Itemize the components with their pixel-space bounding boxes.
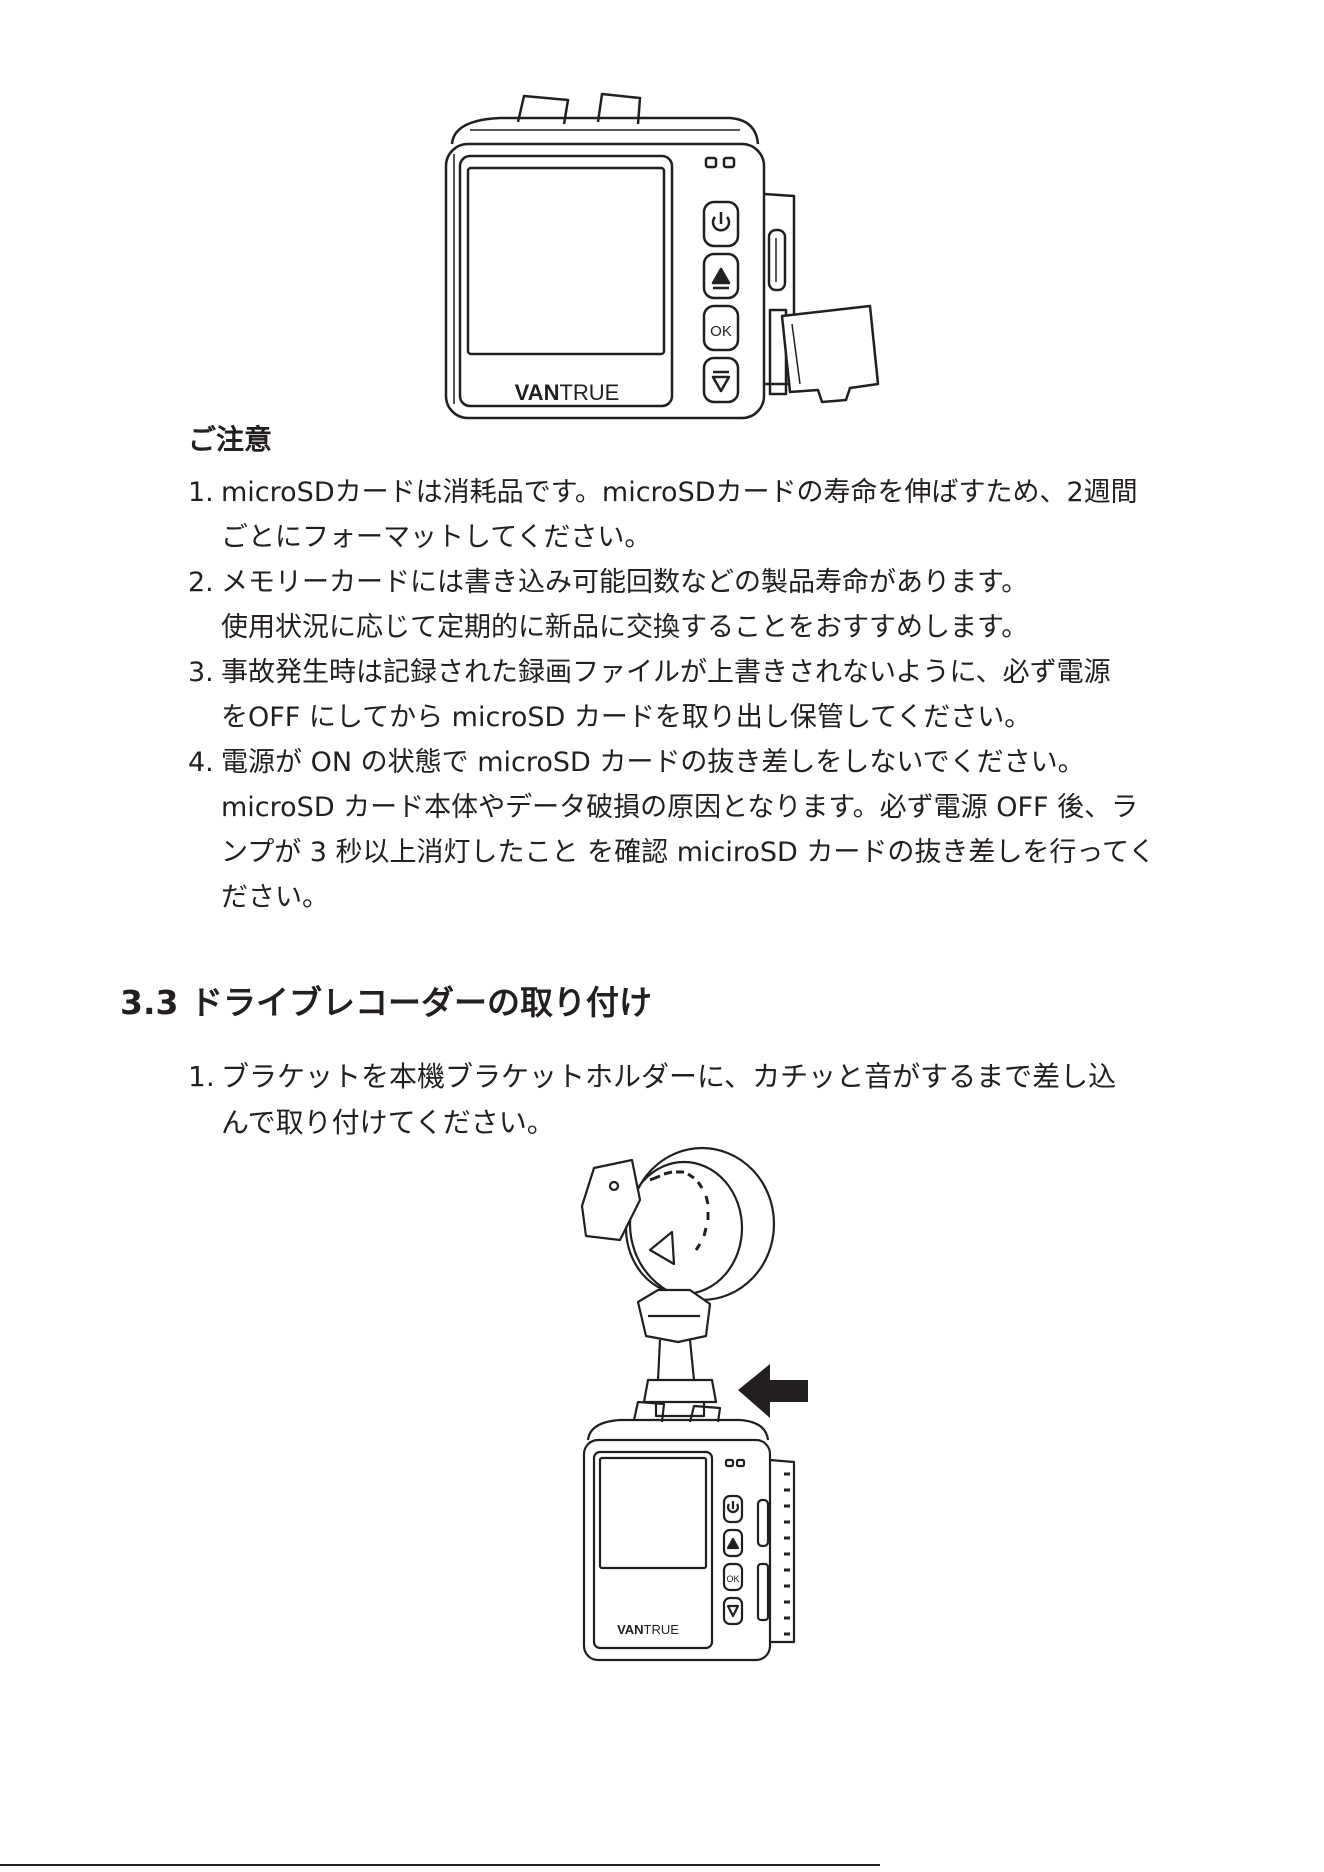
ok-button-label: OK [710, 323, 732, 340]
list-text: 事故発生時は記録された録画ファイルが上書きされないように、必ず電源 [221, 657, 1111, 688]
section-title: 3.3 ドライブレコーダーの取り付け [120, 983, 652, 1022]
notes-title: ご注意 [188, 423, 273, 456]
list-text: ブラケットを本機ブラケットホルダーに、カチッと音がするまで差し込 [221, 1060, 1117, 1093]
list-number: 1. [188, 1060, 215, 1093]
list-text: んで取り付けてください。 [221, 1106, 555, 1139]
list-item: 3. 事故発生時は記録された録画ファイルが上書きされないように、必ず電源 をOF… [188, 650, 1208, 740]
notes-list: 1. microSDカードは消耗品です。microSDカードの寿命を伸ばすため、… [188, 470, 1208, 920]
ok-button-label: OK [726, 1574, 739, 1584]
list-item: 4. 電源が ON の状態で microSD カードの抜き差しをしないでください… [188, 740, 1208, 920]
list-text: をOFF にしてから microSD カードを取り出し保管してください。 [221, 702, 1032, 733]
brand-logo: VAN [515, 380, 560, 405]
list-number: 1. [188, 477, 214, 508]
dashcam-microsd-illustration: VANTRUE OK [444, 92, 880, 420]
list-number: 4. [188, 747, 214, 778]
list-item: 1. ブラケットを本機ブラケットホルダーに、カチッと音がするまで差し込 んで取り… [188, 1054, 1208, 1146]
steps-list: 1. ブラケットを本機ブラケットホルダーに、カチッと音がするまで差し込 んで取り… [188, 1054, 1208, 1146]
svg-text:VANTRUE: VANTRUE [515, 380, 620, 405]
list-text: ンプが 3 秒以上消灯したこと を確認 miciroSD カードの抜き差しを行っ… [221, 837, 1156, 868]
brand-logo: VAN [617, 1622, 643, 1637]
svg-text:VANTRUE: VANTRUE [617, 1622, 679, 1637]
list-number: 2. [188, 567, 214, 598]
list-text: microSD カード本体やデータ破損の原因となります。必ず電源 OFF 後、ラ [221, 792, 1139, 823]
list-text: ださい。 [221, 882, 329, 913]
list-item: 1. microSDカードは消耗品です。microSDカードの寿命を伸ばすため、… [188, 470, 1208, 560]
list-item: 2. メモリーカードには書き込み可能回数などの製品寿命があります。 使用状況に応… [188, 560, 1208, 650]
insert-direction-arrow [738, 1364, 808, 1418]
brand-logo-suffix: TRUE [559, 380, 619, 405]
list-text: 使用状況に応じて定期的に新品に交換することをおすすめします。 [221, 612, 1029, 643]
dashcam-bracket-illustration: VANTRUE OK [580, 1146, 808, 1662]
list-text: 電源が ON の状態で microSD カードの抜き差しをしないでください。 [221, 747, 1085, 778]
list-number: 3. [188, 657, 214, 688]
brand-logo-suffix: TRUE [644, 1622, 680, 1637]
list-text: ごとにフォーマットしてください。 [221, 522, 652, 553]
list-text: microSDカードは消耗品です。microSDカードの寿命を伸ばすため、2週間 [221, 477, 1138, 508]
list-text: メモリーカードには書き込み可能回数などの製品寿命があります。 [221, 567, 1029, 598]
page-divider [0, 1864, 880, 1866]
